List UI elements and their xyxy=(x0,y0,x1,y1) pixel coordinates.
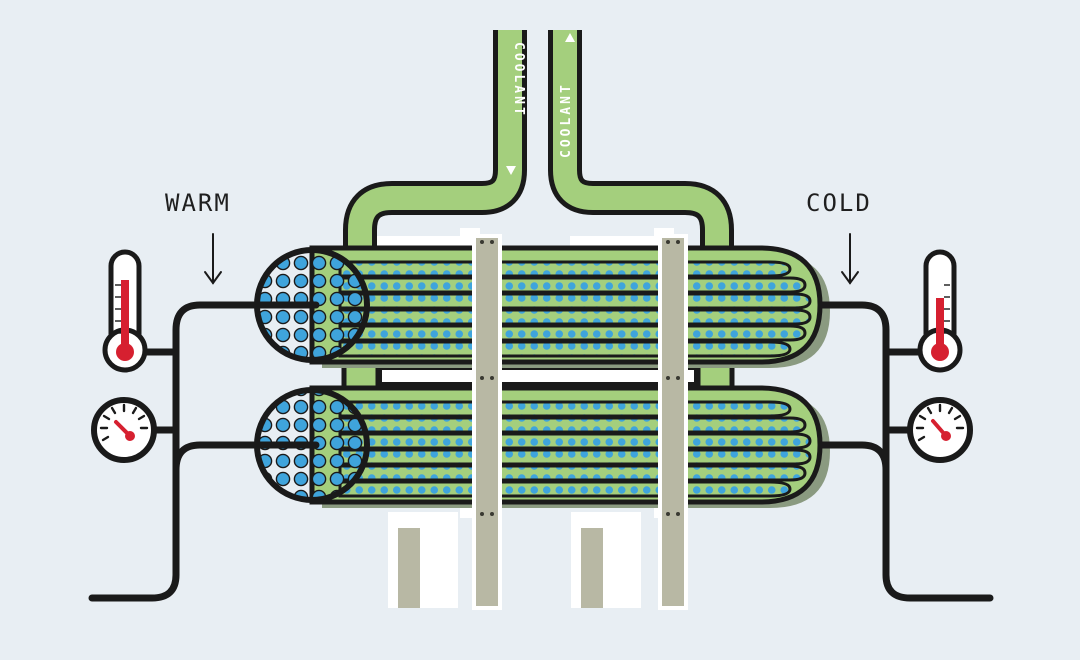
cold-outlet-piping xyxy=(818,301,994,602)
pressure-gauge-icon xyxy=(91,397,157,463)
svg-text:COOLANT: COOLANT xyxy=(511,42,526,118)
coolant-inlet-pipe xyxy=(343,30,527,258)
lower-tube-bundle xyxy=(338,400,812,498)
thermometer-icon xyxy=(917,249,963,373)
coolant-out-label: COOLANT xyxy=(559,33,575,158)
svg-text:COOLANT: COOLANT xyxy=(559,82,574,158)
lower-shell xyxy=(309,385,830,508)
pressure-gauge-icon xyxy=(907,397,973,463)
upper-tube-bundle xyxy=(338,260,812,358)
coolant-in-label: COOLANT xyxy=(506,42,526,175)
support-legs xyxy=(388,512,641,608)
thermometer-icon xyxy=(102,249,148,373)
warm-label: WARM xyxy=(165,189,231,217)
coolant-outlet-pipe xyxy=(548,30,734,258)
down-arrow-icon xyxy=(204,233,222,285)
down-arrow-icon xyxy=(841,233,859,285)
cold-label: COLD xyxy=(806,189,872,217)
upper-shell xyxy=(309,245,830,368)
support-columns xyxy=(472,234,688,610)
